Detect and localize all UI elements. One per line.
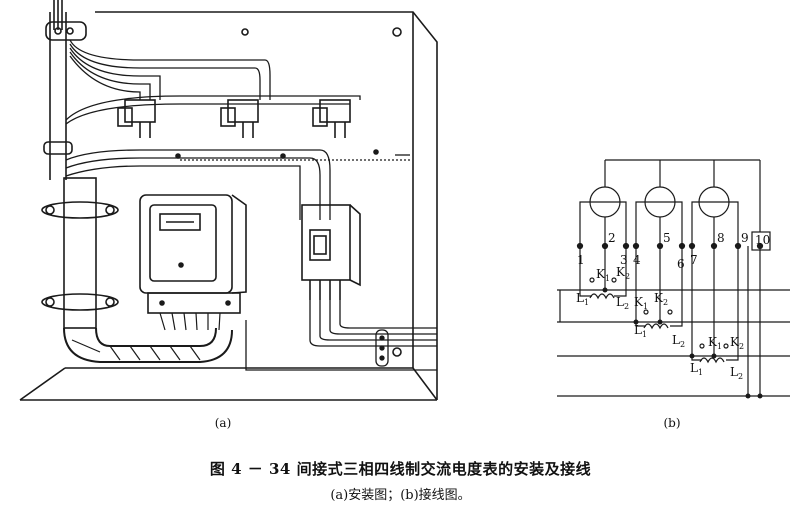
current-transformer-2 (220, 99, 286, 159)
ct-3-wiring (691, 246, 739, 364)
ct2-l1: L1 (634, 323, 647, 339)
ct-2-wiring (635, 246, 683, 330)
terminal-7-label: 7 (690, 253, 698, 267)
ct-1-wiring (579, 246, 627, 300)
supply-lines (557, 289, 790, 397)
conduit-vertical (41, 0, 119, 329)
output-lines (245, 300, 437, 371)
mounting-board (19, 11, 438, 401)
terminal-8-label: 8 (717, 231, 725, 245)
junction-dots (602, 287, 763, 399)
terminal-4-label: 4 (633, 253, 641, 267)
installation-drawing (19, 0, 438, 401)
ct2-l2: L2 (672, 333, 685, 349)
terminal-10-label: 10 (755, 233, 770, 247)
terminal-9-label: 9 (741, 231, 749, 245)
terminal-1-label: 1 (577, 253, 585, 267)
current-transformer-1 (117, 99, 181, 159)
ct1-k2: K2 (616, 265, 630, 281)
figure-subcaption: (a)安装图；(b)接线图。 (330, 488, 471, 503)
ct3-k1: K1 (708, 335, 722, 351)
neutral-connections (559, 246, 761, 396)
coil-connections (579, 201, 739, 246)
ct-labels: K1 K2 L1 L2 K1 K2 L1 L2 K1 K2 L1 L2 (576, 265, 744, 381)
figure-caption: 图 4 － 34 间接式三相四线制交流电度表的安装及接线 (209, 460, 592, 478)
terminal-6-label: 6 (677, 257, 685, 271)
flexible-conduit (63, 327, 233, 363)
panel-b-label: (b) (663, 416, 680, 430)
panel-a-label: (a) (215, 416, 232, 430)
current-transformer-3 (312, 99, 379, 155)
watt-hour-meter (139, 194, 247, 331)
wiring-bundle (65, 39, 410, 220)
ct1-k1: K1 (596, 267, 610, 283)
ct2-k1: K1 (634, 295, 648, 311)
wiring-diagram (557, 159, 790, 399)
terminal-2-label: 2 (608, 231, 616, 245)
ct1-l1: L1 (576, 291, 589, 307)
ct3-l1: L1 (690, 361, 703, 377)
terminal-3-label: 3 (620, 253, 628, 267)
terminal-5-label: 5 (663, 231, 671, 245)
terminal-labels: 1 2 3 4 5 6 7 8 9 10 (577, 231, 770, 271)
ct1-l2: L2 (616, 295, 629, 311)
ct3-k2: K2 (730, 335, 744, 351)
ct3-l2: L2 (730, 365, 743, 381)
ct2-k2: K2 (654, 291, 668, 307)
fuse-block (301, 204, 361, 300)
